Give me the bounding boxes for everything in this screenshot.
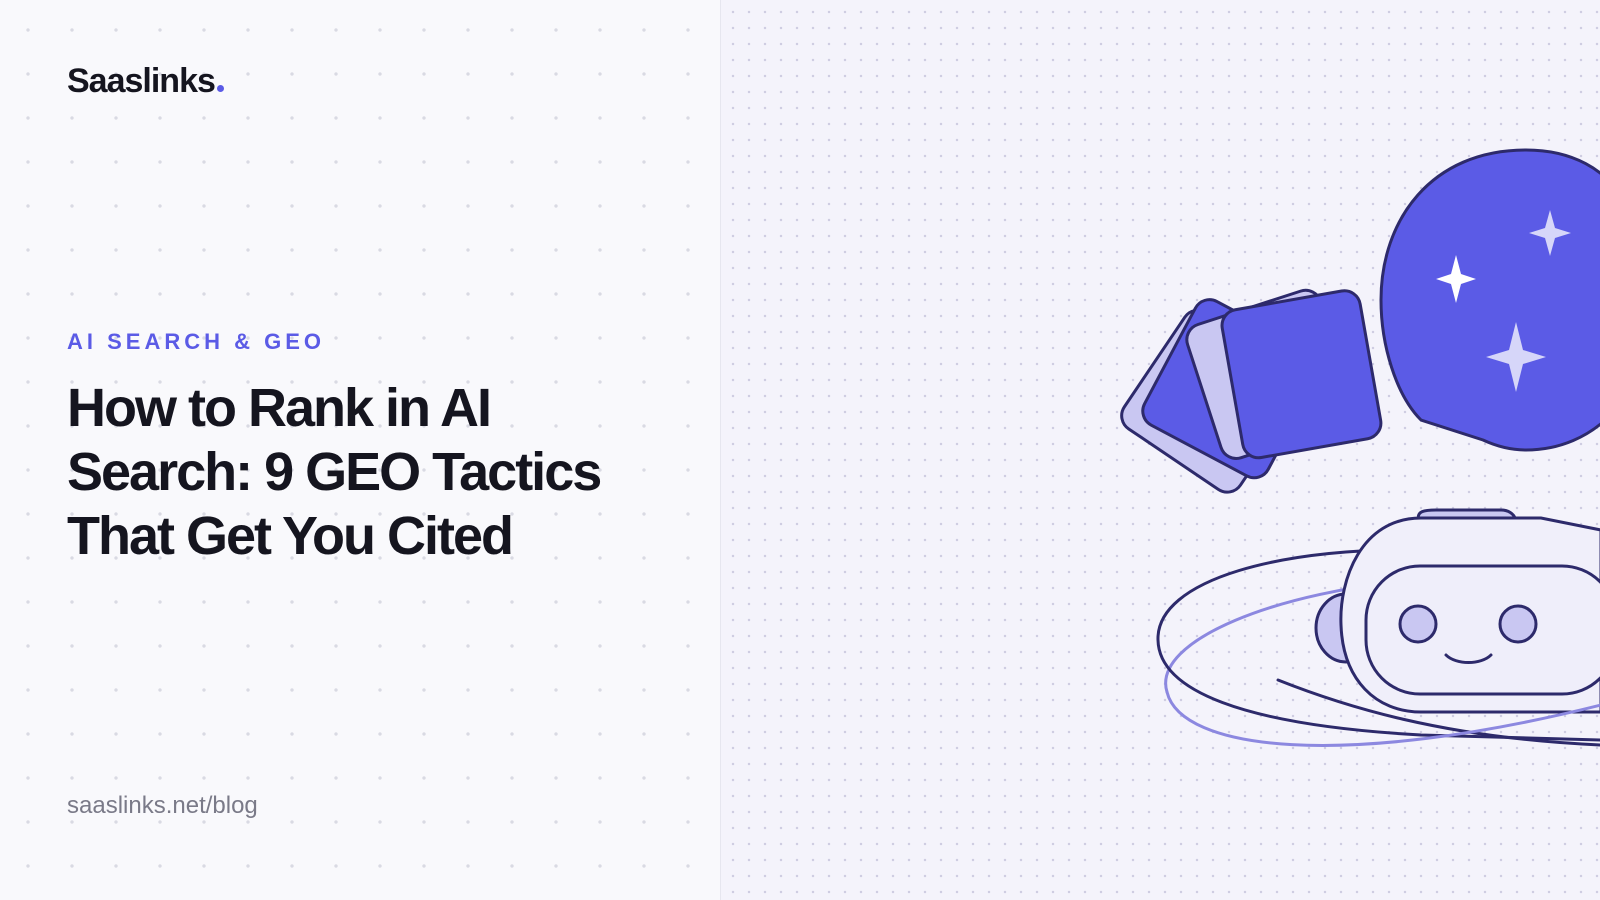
ai-illustration — [1120, 148, 1600, 747]
orbit-ring-front — [1165, 678, 1600, 747]
illustration-panel — [721, 0, 1600, 900]
stacked-cards-icon — [1120, 288, 1383, 494]
article-title: How to Rank in AI Search: 9 GEO Tactics … — [67, 378, 602, 566]
blog-url[interactable]: saaslinks.net/blog — [67, 792, 258, 819]
sparkle-chat-bubble-icon — [1379, 148, 1600, 452]
logo-dot-icon — [216, 85, 224, 92]
brand-logo-text: Saaslinks — [67, 62, 216, 100]
panel-divider — [720, 0, 721, 900]
category-label: AI SEARCH & GEO — [67, 329, 326, 354]
brand-logo[interactable]: Saaslinks — [67, 62, 224, 101]
left-text-panel: Saaslinks AI SEARCH & GEO How to Rank in… — [0, 0, 720, 900]
robot-face-icon — [1314, 508, 1600, 714]
orbit-ellipse-outline — [1156, 548, 1600, 742]
